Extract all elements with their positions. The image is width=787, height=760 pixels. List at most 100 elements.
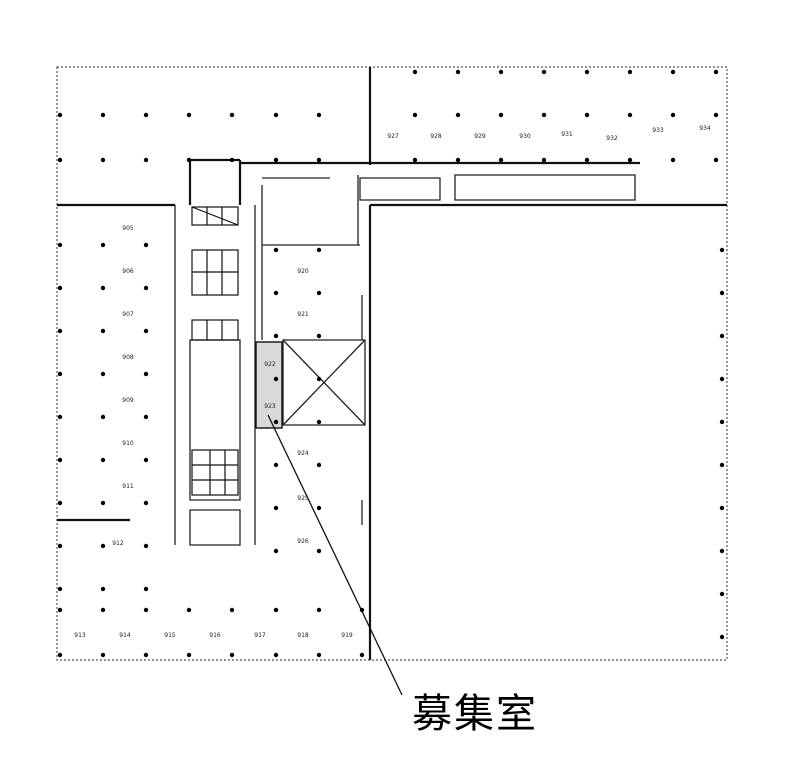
column-dot <box>100 112 106 118</box>
room-number-label: 906 <box>122 268 134 275</box>
column-dot <box>412 69 418 75</box>
room-number-label: 930 <box>519 133 531 140</box>
column-dot <box>229 652 235 658</box>
column-dot <box>670 69 676 75</box>
room-number-label: 920 <box>297 268 309 275</box>
column-dot <box>498 157 504 163</box>
room-number-label: 910 <box>122 440 134 447</box>
column-dot <box>186 157 192 163</box>
column-dot <box>143 371 149 377</box>
column-dot <box>143 543 149 549</box>
column-dot <box>541 157 547 163</box>
column-dot <box>316 157 322 163</box>
column-dot <box>143 457 149 463</box>
column-dot <box>143 112 149 118</box>
column-dot <box>229 157 235 163</box>
column-dot <box>670 157 676 163</box>
column-dot <box>57 328 63 334</box>
column-dot <box>713 112 719 118</box>
room-number-label: 924 <box>297 450 309 457</box>
column-dot <box>273 333 279 339</box>
elevator-banks <box>191 206 239 496</box>
column-dot <box>316 505 322 511</box>
room-number-label: 932 <box>606 135 618 142</box>
column-dot <box>100 457 106 463</box>
column-dot <box>627 157 633 163</box>
column-dot <box>316 290 322 296</box>
column-dot <box>273 652 279 658</box>
column-dot <box>455 112 461 118</box>
column-dot <box>584 157 590 163</box>
column-dot <box>412 112 418 118</box>
column-dot <box>670 112 676 118</box>
column-dot <box>100 371 106 377</box>
column-dot <box>719 591 725 597</box>
core-walls <box>174 174 636 546</box>
column-dot <box>143 586 149 592</box>
room-number-label: 916 <box>209 632 221 639</box>
column-dot <box>100 285 106 291</box>
column-dot <box>100 500 106 506</box>
column-dot <box>316 247 322 253</box>
column-dot <box>719 333 725 339</box>
column-dot <box>273 419 279 425</box>
column-dot <box>455 157 461 163</box>
column-dot <box>584 69 590 75</box>
room-number-label: 933 <box>652 127 664 134</box>
column-dot <box>316 652 322 658</box>
column-dot <box>316 333 322 339</box>
room-number-label: 908 <box>122 354 134 361</box>
room-number-label: 905 <box>122 225 134 232</box>
column-dot <box>57 371 63 377</box>
room-number-label: 922 <box>264 361 276 368</box>
column-dot <box>57 586 63 592</box>
room-number-label: 927 <box>387 133 399 140</box>
column-dot <box>316 112 322 118</box>
vacant-room-highlight <box>255 341 283 429</box>
column-dot <box>719 290 725 296</box>
room-number-label: 921 <box>297 311 309 318</box>
column-dot <box>100 586 106 592</box>
column-dot <box>273 112 279 118</box>
column-dot <box>273 247 279 253</box>
column-dot <box>57 457 63 463</box>
column-dot <box>719 419 725 425</box>
column-dot <box>100 607 106 613</box>
column-dot <box>627 69 633 75</box>
room-number-label: 914 <box>119 632 131 639</box>
column-dot <box>143 285 149 291</box>
column-dot <box>186 652 192 658</box>
column-dot <box>186 607 192 613</box>
column-dot <box>143 500 149 506</box>
column-dot <box>498 69 504 75</box>
room-number-label: 926 <box>297 538 309 545</box>
room-number-label: 923 <box>264 403 276 410</box>
room-number-label: 929 <box>474 133 486 140</box>
room-number-label: 934 <box>699 125 711 132</box>
room-number-label: 907 <box>122 311 134 318</box>
column-dot <box>273 462 279 468</box>
column-dot <box>57 500 63 506</box>
column-dot <box>316 548 322 554</box>
column-dot <box>143 328 149 334</box>
column-dot <box>100 414 106 420</box>
room-number-label: 911 <box>122 483 134 490</box>
column-dot <box>316 419 322 425</box>
column-dot <box>229 607 235 613</box>
column-dot <box>719 462 725 468</box>
column-dot <box>143 652 149 658</box>
column-dot <box>498 112 504 118</box>
column-dot <box>719 548 725 554</box>
column-dot <box>273 157 279 163</box>
column-dot <box>584 112 590 118</box>
column-dot <box>57 607 63 613</box>
column-dot <box>273 548 279 554</box>
column-dot <box>273 376 279 382</box>
column-dot <box>100 157 106 163</box>
callout-leader-line <box>267 414 403 696</box>
column-dot <box>273 607 279 613</box>
column-dot <box>273 505 279 511</box>
column-dot <box>100 543 106 549</box>
column-dot <box>100 242 106 248</box>
